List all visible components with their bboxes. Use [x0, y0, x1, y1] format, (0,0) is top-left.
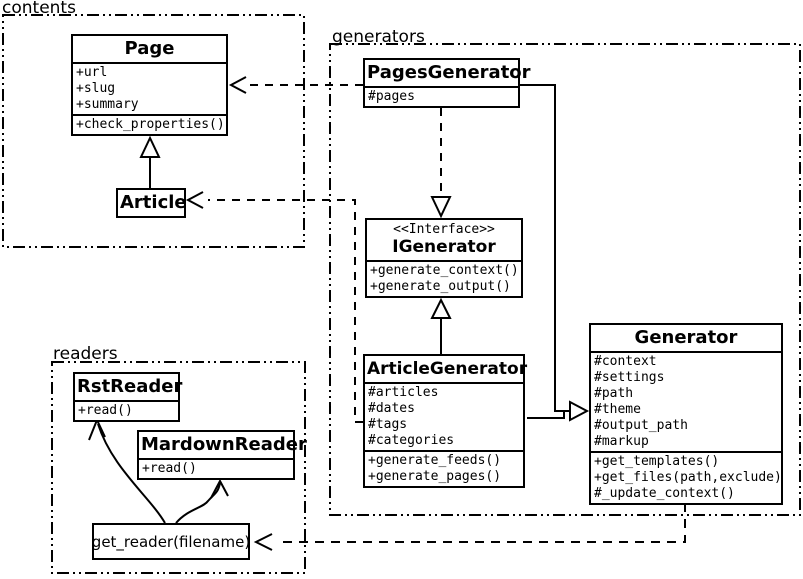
- class-box-article: Article: [116, 188, 187, 218]
- methods-compartment: +get_templates() +get_files(path,exclude…: [591, 451, 782, 503]
- method: +check_properties(): [76, 117, 225, 132]
- attribute: #dates: [368, 401, 415, 416]
- attributes-compartment: #articles #dates #tags #categories: [365, 382, 523, 450]
- attributes-compartment: #context #settings #path #theme #output_…: [591, 351, 781, 451]
- generalization-triangle-icon: [569, 400, 590, 422]
- get-reader-function-box: get_reader(filename): [92, 523, 250, 560]
- attribute: #settings: [594, 370, 665, 385]
- attribute: #pages: [368, 89, 415, 104]
- readers-package-border: [51, 361, 306, 574]
- class-name: Generator: [634, 327, 738, 348]
- method: +get_templates(): [594, 454, 720, 469]
- generalization-triangle-icon: [430, 297, 452, 319]
- class-box-pagesgenerator: PagesGenerator #pages: [363, 58, 531, 108]
- generalization-triangle-icon: [139, 135, 161, 158]
- readers-package-label: readers: [53, 344, 118, 364]
- class-box-mardownreader: MardownReader +read(): [137, 430, 307, 480]
- method: +read(): [78, 403, 133, 418]
- attribute: +summary: [76, 97, 139, 112]
- generators-package-label: generators: [332, 27, 425, 47]
- attributes-compartment: +url +slug +summary: [73, 62, 226, 114]
- methods-compartment: +read(): [75, 400, 178, 420]
- class-name: PagesGenerator: [367, 62, 531, 83]
- attribute: +slug: [76, 81, 116, 96]
- attribute: +url: [76, 65, 108, 80]
- class-name: IGenerator: [392, 237, 496, 257]
- class-box-articlegenerator: ArticleGenerator #articles #dates #tags …: [363, 354, 528, 488]
- attribute: #output_path: [594, 418, 688, 433]
- class-name: RstReader: [77, 376, 183, 397]
- method: #_update_context(): [594, 486, 735, 501]
- realization-triangle-icon: [430, 196, 452, 219]
- attribute: #context: [594, 354, 657, 369]
- generators-package-border: [329, 43, 801, 516]
- class-name: ArticleGenerator: [367, 359, 528, 379]
- methods-compartment: +generate_context() +generate_output(): [367, 260, 521, 296]
- methods-compartment: +read(): [139, 458, 293, 478]
- class-name: MardownReader: [141, 434, 307, 455]
- class-box-page: Page +url +slug +summary +check_properti…: [71, 34, 228, 136]
- articlegenerator-to-generator-line: [527, 412, 565, 419]
- class-box-generator: Generator #context #settings #path #them…: [589, 323, 783, 505]
- contents-package-label: contents: [2, 0, 76, 18]
- attributes-compartment: #pages: [365, 86, 518, 106]
- open-arrowhead-icon: [253, 533, 273, 551]
- method: +get_files(path,exclude): [594, 470, 782, 485]
- attribute: #tags: [368, 417, 408, 432]
- contents-package-border: [2, 14, 305, 248]
- method: +generate_feeds(): [368, 453, 502, 468]
- attribute: #theme: [594, 402, 641, 417]
- method: +generate_context(): [370, 263, 519, 278]
- method: +generate_output(): [370, 279, 511, 294]
- methods-compartment: +generate_feeds() +generate_pages(): [365, 450, 523, 486]
- interface-title-compartment: <<Interface>> IGenerator: [367, 220, 521, 260]
- function-label: get_reader(filename): [91, 532, 251, 551]
- class-box-rstreader: RstReader +read(): [73, 372, 183, 422]
- generator-to-getreader-dependency-line: [277, 503, 686, 543]
- method: +generate_pages(): [368, 469, 502, 484]
- stereotype: <<Interface>>: [393, 222, 495, 237]
- method: +read(): [142, 461, 197, 476]
- attribute: #categories: [368, 433, 455, 448]
- open-arrowhead-icon: [210, 478, 229, 499]
- open-arrowhead-icon: [228, 76, 247, 94]
- pagesgenerator-to-generator-line: [520, 84, 569, 412]
- articlegenerator-to-article-dependency-line: [208, 199, 363, 423]
- attribute: #path: [594, 386, 634, 401]
- class-name: Page: [124, 38, 175, 59]
- open-arrowhead-icon: [185, 191, 204, 209]
- attribute: #articles: [368, 385, 439, 400]
- getreader-to-rstreader-curve: [97, 423, 166, 524]
- class-name: Article: [120, 192, 187, 213]
- attribute: #markup: [594, 434, 649, 449]
- class-box-igenerator: <<Interface>> IGenerator +generate_conte…: [365, 218, 523, 298]
- methods-compartment: +check_properties(): [73, 114, 226, 134]
- getreader-to-mardownreader-curve: [175, 482, 221, 524]
